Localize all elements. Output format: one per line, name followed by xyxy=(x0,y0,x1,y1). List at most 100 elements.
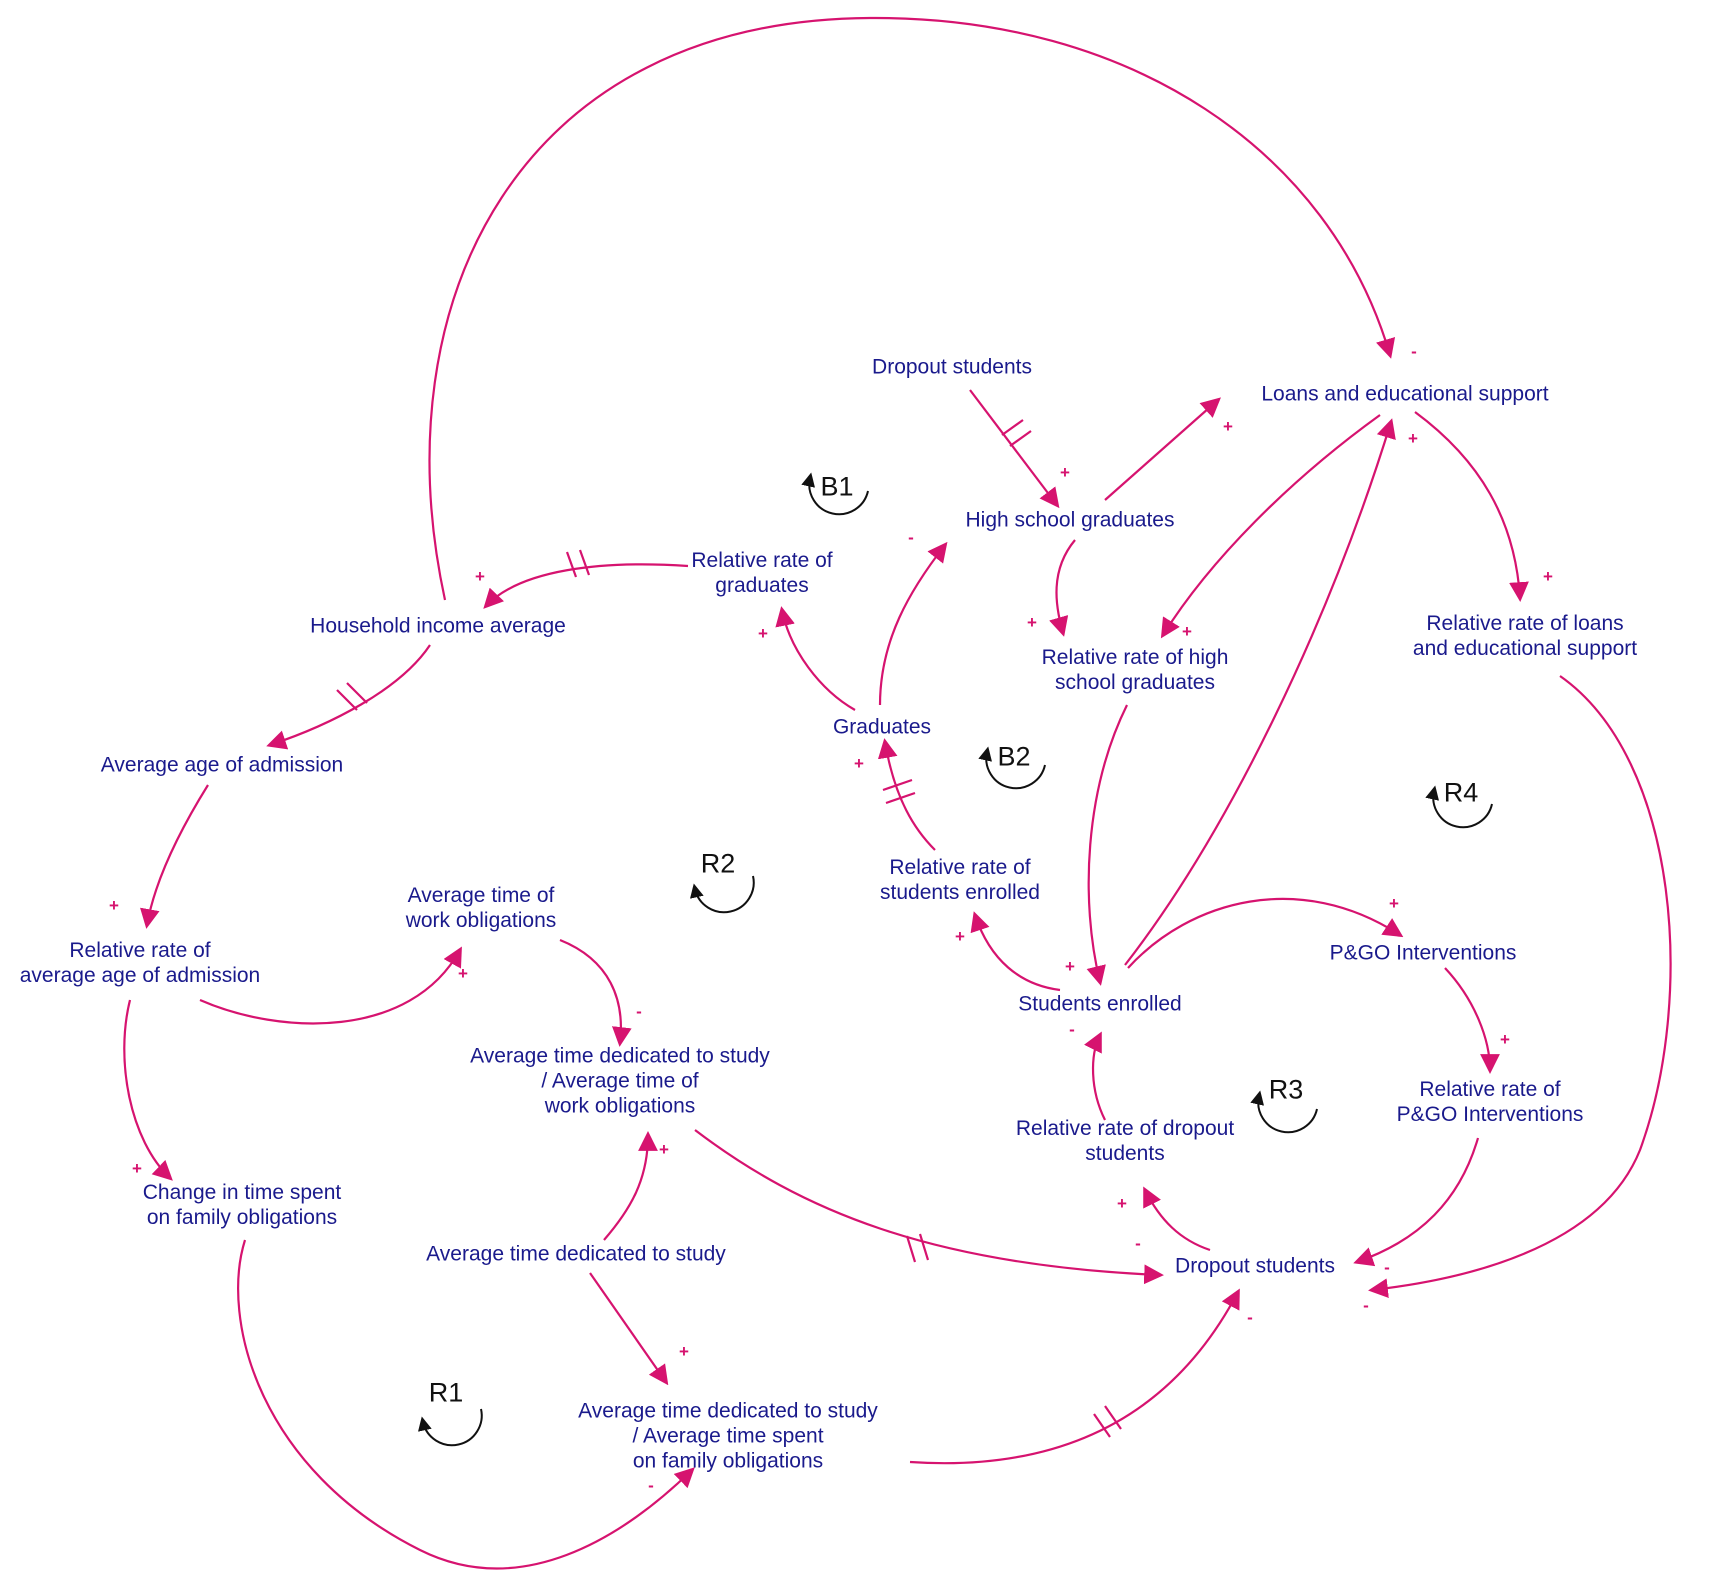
polarity-sign: - xyxy=(1363,1296,1369,1315)
polarity-sign: + xyxy=(109,896,119,915)
polarity-sign: + xyxy=(1065,957,1075,976)
label-line: Relative rate of xyxy=(69,939,211,962)
link-avgwork-studywork xyxy=(559,938,632,1047)
delay-mark-dropout-hs xyxy=(1001,419,1032,447)
link-relgrads-household xyxy=(483,563,689,609)
node-pgo-interventions: P&GO Interventions xyxy=(1329,941,1517,965)
polarity-sign: + xyxy=(132,1159,142,1178)
label-line: / Average time spent xyxy=(632,1424,824,1448)
link-enrolled-pgo xyxy=(1127,897,1404,969)
loop-arrow-r1 xyxy=(418,1408,483,1447)
polarity-sign: - xyxy=(1384,1258,1390,1277)
polarity-sign: + xyxy=(679,1342,689,1361)
label-line: Average time dedicated to study xyxy=(578,1399,878,1423)
polarity-sign: + xyxy=(1543,567,1553,586)
loop-label-r1: R1 xyxy=(428,1377,464,1408)
polarity-sign: + xyxy=(1027,613,1037,632)
node-average-age-admission: Average age of admission xyxy=(100,753,344,777)
link-studyfamily-dropout xyxy=(909,1288,1240,1465)
delay-mark-studywork-dropout xyxy=(905,1233,930,1263)
polarity-sign: - xyxy=(1069,1020,1075,1039)
polarity-sign: + xyxy=(1408,429,1418,448)
loop-arrow-b2 xyxy=(978,746,1046,790)
loop-label-r2: R2 xyxy=(700,848,736,879)
node-loans-educational-support: Loans and educational support xyxy=(1261,382,1549,406)
polarity-sign: - xyxy=(1411,342,1417,361)
link-relloans-dropout xyxy=(1368,675,1672,1299)
polarity-sign: + xyxy=(1060,463,1070,482)
label-line: students xyxy=(1085,1142,1165,1165)
delay-mark-household-avgage xyxy=(336,682,368,711)
polarity-sign: - xyxy=(636,1002,642,1021)
node-dropout-students-top: Dropout students xyxy=(872,355,1032,379)
polarity-sign: - xyxy=(1135,1234,1141,1253)
polarity-sign: + xyxy=(1500,1030,1510,1049)
node-high-school-graduates: High school graduates xyxy=(965,508,1175,532)
label-line: work obligations xyxy=(544,1094,696,1118)
node-students-enrolled: Students enrolled xyxy=(1018,992,1182,1016)
link-dropout-reldropout xyxy=(1143,1186,1211,1252)
link-avgstudy-studywork xyxy=(603,1131,658,1241)
label-line: Relative rate of xyxy=(1419,1078,1561,1101)
link-hsgrads-relhs xyxy=(1049,539,1076,637)
loop-arrow-r4 xyxy=(1425,785,1493,829)
node-dropout-students-main: Dropout students xyxy=(1175,1254,1335,1278)
polarity-sign: + xyxy=(1389,894,1399,913)
link-changefamily-studyfamily xyxy=(237,1239,695,1570)
label-line: Average time dedicated to study xyxy=(470,1044,770,1068)
label-line: P&GO Interventions xyxy=(1396,1103,1584,1126)
loop-label-r3: R3 xyxy=(1268,1074,1304,1105)
delay-mark-relgrads-household xyxy=(565,549,591,578)
delay-mark-studyfamily-dropout xyxy=(1093,1405,1122,1438)
polarity-sign: + xyxy=(659,1140,669,1159)
polarity-sign: - xyxy=(908,528,914,547)
polarity-sign: - xyxy=(1247,1308,1253,1327)
link-studywork-dropout xyxy=(694,1129,1164,1285)
polarity-sign: + xyxy=(1223,417,1233,436)
loop-label-r4: R4 xyxy=(1443,777,1479,808)
link-pgo-relpgo xyxy=(1444,967,1500,1074)
link-loans-relloans xyxy=(1414,411,1529,602)
loop-arrow-r3 xyxy=(1250,1090,1318,1134)
link-relavgage-changefamily xyxy=(123,999,173,1181)
node-average-time-study: Average time dedicated to study xyxy=(426,1242,726,1266)
link-household-loans xyxy=(428,16,1396,601)
label-line: work obligations xyxy=(405,909,557,932)
polarity-sign: + xyxy=(1117,1194,1127,1213)
label-line: graduates xyxy=(715,574,809,597)
polarity-sign: + xyxy=(955,927,965,946)
link-graduates-relgrads xyxy=(775,606,856,711)
label-line: Relative rate of dropout xyxy=(1015,1117,1235,1140)
loop-label-b1: B1 xyxy=(820,471,854,502)
link-dropout-hsgrads xyxy=(969,389,1060,509)
label-line: average age of admission xyxy=(19,964,261,987)
link-graduates-hsgrads xyxy=(878,541,948,706)
loop-arrow-r2 xyxy=(690,875,755,914)
node-graduates: Graduates xyxy=(832,715,932,739)
link-relavgage-avgwork xyxy=(199,946,462,1025)
node-study-family-ratio: Average time dedicated to study/ Average… xyxy=(578,1399,878,1474)
polarity-sign: + xyxy=(1182,622,1192,641)
label-line: Relative rate of xyxy=(691,549,833,572)
link-relenrolled-graduates xyxy=(877,738,936,851)
label-line: and educational support xyxy=(1412,637,1638,660)
link-enrolled-loans xyxy=(1124,418,1396,966)
label-line: / Average time of xyxy=(541,1069,699,1093)
label-line: on family obligations xyxy=(146,1206,338,1229)
polarity-sign: - xyxy=(648,1476,654,1495)
polarity-sign: + xyxy=(854,754,864,773)
link-avgage-relavgage xyxy=(140,784,209,929)
label-line: students enrolled xyxy=(880,881,1040,904)
label-line: Relative rate of loans xyxy=(1426,612,1624,635)
link-hsgrads-loans xyxy=(1104,397,1221,501)
label-line: school graduates xyxy=(1055,671,1215,694)
